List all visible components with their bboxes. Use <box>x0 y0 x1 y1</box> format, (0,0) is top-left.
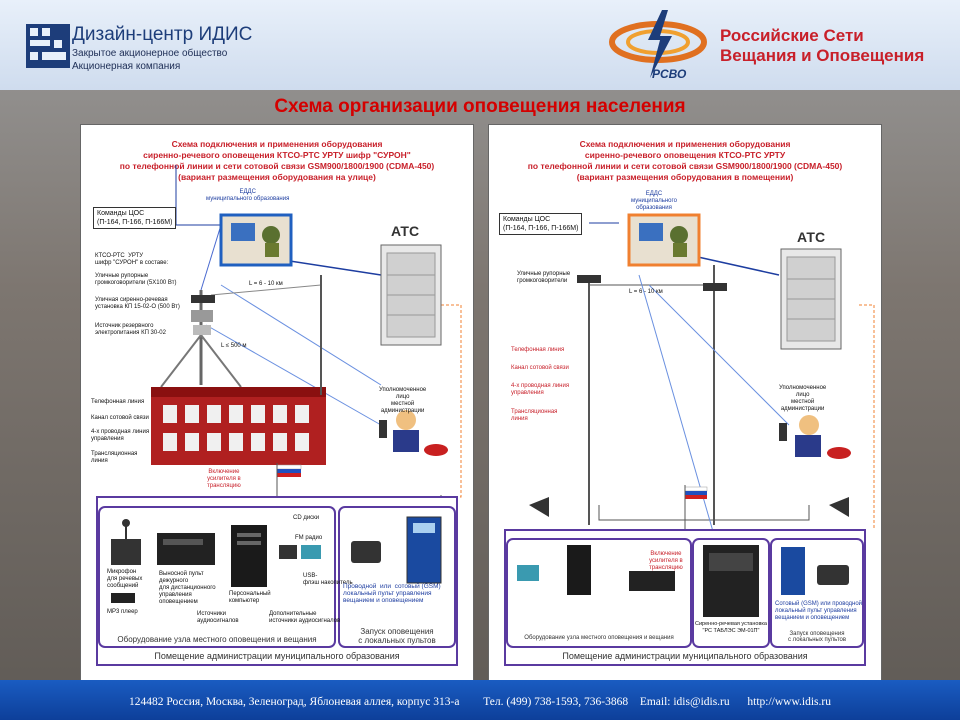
right-official-label: Уполномоченное лицо местной администраци… <box>779 385 827 412</box>
left-commands-box: Команды ЦОС (П-164, П-166, П-166М) <box>93 207 177 229</box>
left-legend-cell: Канал сотовой связи <box>91 415 149 421</box>
right-atc-label: АТС <box>797 229 826 245</box>
left-equip-label: Оборудование узла местного оповещения и … <box>117 635 317 644</box>
company-subtitle-2: Акционерная компания <box>72 61 181 72</box>
right-legend-broadcast: Трансляционная линия <box>511 409 558 422</box>
right-amp-label: Включение усилителя в трансляцию <box>649 551 683 571</box>
right-title-1: Схема подключения и применения оборудова… <box>579 139 791 149</box>
left-legend-broadcast: Трансляционная линия <box>91 451 138 464</box>
right-commands-box: Команды ЦОС (П-164, П-166, П-166М) <box>499 213 583 235</box>
left-launch-label: Запуск оповещения с локальных пультов <box>358 627 436 645</box>
right-phone-label: Сотовый (GSM) или проводной локальный пу… <box>775 601 863 621</box>
left-amp-label: Включение усилителя в трансляцию <box>207 469 241 489</box>
footer-bar <box>0 680 960 720</box>
rsvo-logo-icon <box>609 10 707 78</box>
left-usb-label: USB- флэш накопитель <box>303 573 353 586</box>
right-scheme-panel: Схема подключения и применения оборудова… <box>488 124 882 682</box>
left-sources-label: Источники аудиосигналов <box>197 611 239 624</box>
left-mic-label: Микрофон для речевых сообщений <box>107 569 143 589</box>
left-room-label: Помещение администрации муниципального о… <box>154 651 400 661</box>
left-mp3-label: MP3 плеер <box>107 609 138 615</box>
right-room-label: Помещение администрации муниципального о… <box>562 651 808 661</box>
left-pc-label: Персональный компьютер <box>229 591 271 604</box>
right-legend-cell: Канал сотовой связи <box>511 365 569 371</box>
left-diagram <box>96 165 462 666</box>
left-cd-label: CD диски <box>293 515 320 521</box>
left-edds-label: ЕДДС муниципального образования <box>206 189 290 202</box>
left-extra-label: Дополнительные источники аудиосигналов <box>269 611 341 624</box>
header-bar: Дизайн-центр ИДИС Закрытое акционерное о… <box>0 0 960 90</box>
rsvo-abbreviation: РСВО <box>652 67 687 81</box>
footer-contacts: 124482 Россия, Москва, Зеленоград, Яблон… <box>0 696 960 708</box>
idis-logo-icon <box>26 24 70 68</box>
company-subtitle-1: Закрытое акционерное общество <box>72 48 228 59</box>
left-distance-1: L = 6 - 10 км <box>249 281 283 287</box>
right-legend-4wire: 4-х проводная линия управления <box>511 383 570 396</box>
left-siren-label: Уличная сиренно-речевая установка КП 15-… <box>95 297 180 310</box>
right-launch-label: Запуск оповещения с локальных пультов <box>787 631 847 643</box>
footer-url-link[interactable]: http://www.idis.ru <box>747 696 831 708</box>
right-diagram <box>504 213 875 666</box>
left-official-label: Уполномоченное лицо местной администраци… <box>379 387 427 414</box>
right-title-4: (вариант размещения оборудования в помещ… <box>576 172 794 182</box>
left-distance-2: L ≤ 500 м <box>221 343 247 349</box>
left-scheme-panel: Схема подключения и применения оборудова… <box>80 124 474 682</box>
company-name: Дизайн-центр ИДИС <box>72 24 253 45</box>
footer-address: 124482 Россия, Москва, Зеленоград, Яблон… <box>129 696 460 708</box>
rsvo-name-line2: Вещания и Оповещения <box>720 46 925 65</box>
left-power-label: Источник резервного электропитания КП 30… <box>95 323 166 336</box>
left-phone-label: Проводной или сотовый (GSM) локальный пу… <box>343 583 441 604</box>
right-edds-label: ЕДДС муниципального образования <box>631 191 677 211</box>
left-legend-phone: Телефонная линия <box>91 399 145 405</box>
page-title: Схема организации оповещения населения <box>274 96 686 117</box>
left-atc-label: АТС <box>391 223 420 239</box>
left-remote-label: Выносной пульт дежурного для дистанционн… <box>159 571 216 605</box>
left-legend-4wire: 4-х проводная линия управления <box>91 429 150 442</box>
left-title-2: сиренно-речевого оповещения КТСО-РТС УРТ… <box>143 150 411 160</box>
left-fm-label: FM радио <box>295 535 323 541</box>
rsvo-name-line1: Российские Сети <box>720 26 864 45</box>
right-legend-phone: Телефонная линия <box>511 347 565 353</box>
left-ktso-label: КТСО-РТС УРТУ шифр "СУРОН" в составе: <box>95 253 169 266</box>
left-title-3: по телефонной линии и сети сотовой связи… <box>119 161 435 171</box>
footer-phone: Тел. (499) 738-1593, 736-3868 <box>483 696 629 708</box>
right-title-2: сиренно-речевого оповещения КТСО-РТС УРТ… <box>584 150 786 160</box>
left-title-1: Схема подключения и применения оборудова… <box>171 139 383 149</box>
left-horns-label: Уличные рупорные громкоговорители (5Х100… <box>95 273 177 286</box>
left-title-4: (вариант размещения оборудования на улиц… <box>178 172 376 182</box>
right-distance-1: L = 6 - 10 км <box>629 289 663 295</box>
right-title-3: по телефонной линии и сети сотовой связи… <box>527 161 843 171</box>
right-siren-unit-label: Сиренно-речевая установка "РС ТАБЛЭС ЭМ-… <box>695 621 767 634</box>
footer-email[interactable]: Email: idis@idis.ru <box>639 696 730 708</box>
right-horns-label: Уличные рупорные громкоговорители <box>517 271 571 284</box>
right-equip-label: Оборудование узла местного оповещения и … <box>524 635 674 641</box>
